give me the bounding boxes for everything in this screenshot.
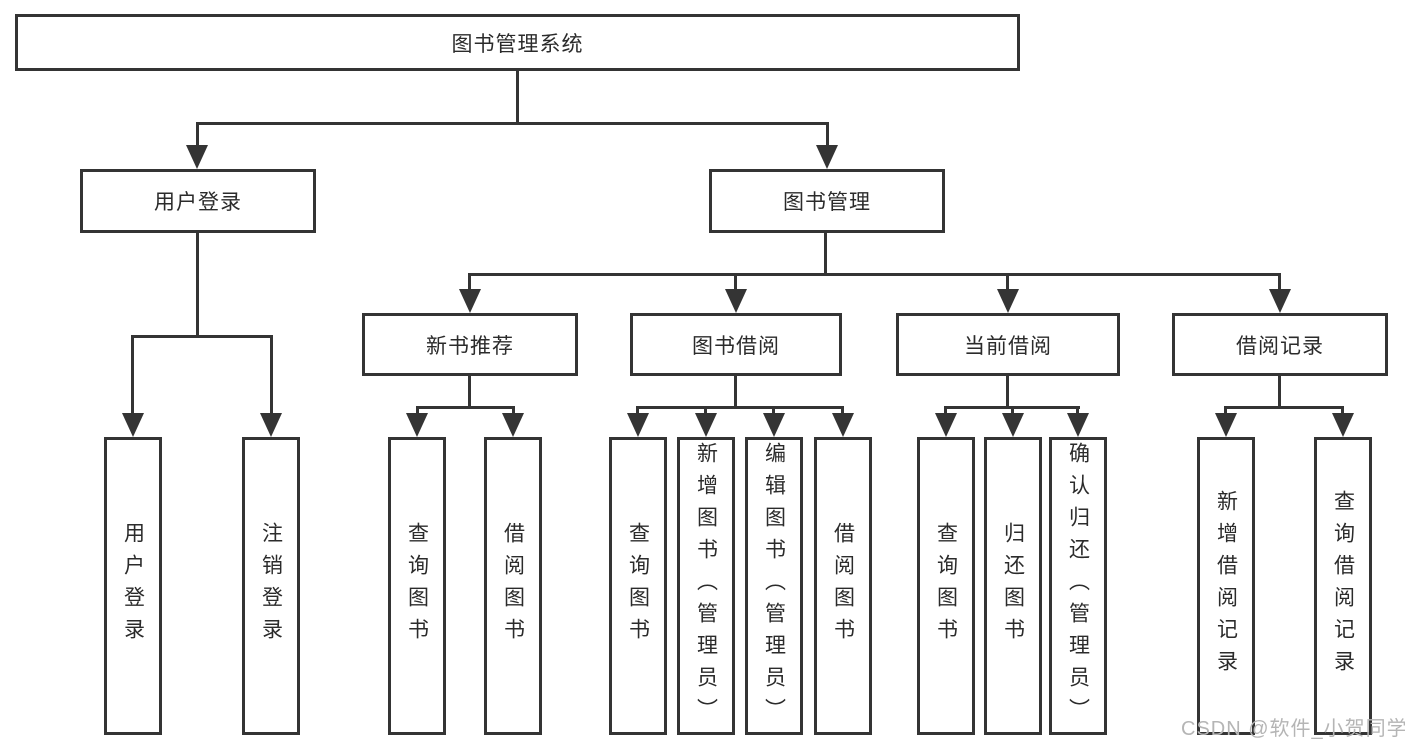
- arrowhead-down-icon: [502, 413, 524, 437]
- leaf-rec-borrow-book: 借阅图书: [484, 437, 542, 735]
- leaf-br-add-record: 新增借阅记录: [1197, 437, 1255, 735]
- leaf-cb-confirm-return-label: 确认归还（管理员）: [1066, 442, 1090, 730]
- arrowhead-down-icon: [816, 145, 838, 169]
- connector-line: [468, 273, 1281, 276]
- arrowhead-down-icon: [1332, 413, 1354, 437]
- node-borrow-records-label: 借阅记录: [1236, 334, 1324, 358]
- connector-line: [468, 376, 471, 406]
- node-new-book-rec: 新书推荐: [362, 313, 578, 376]
- connector-line: [1278, 376, 1281, 406]
- arrowhead-down-icon: [186, 145, 208, 169]
- leaf-rec-borrow-book-label: 借阅图书: [501, 522, 525, 650]
- node-borrow-records: 借阅记录: [1172, 313, 1388, 376]
- connector-line: [944, 406, 947, 415]
- connector-line: [824, 233, 827, 273]
- leaf-bb-borrow-book: 借阅图书: [814, 437, 872, 735]
- node-user-login: 用户登录: [80, 169, 316, 233]
- leaf-rec-query-book-label: 查询图书: [405, 522, 429, 650]
- arrowhead-down-icon: [1269, 289, 1291, 313]
- leaf-bb-query-book-label: 查询图书: [626, 522, 650, 650]
- arrowhead-down-icon: [260, 413, 282, 437]
- node-root-label: 图书管理系统: [451, 32, 584, 56]
- leaf-bb-edit-book: 编辑图书（管理员）: [745, 437, 803, 735]
- leaf-bb-edit-book-label: 编辑图书（管理员）: [762, 442, 786, 730]
- node-current-borrow: 当前借阅: [896, 313, 1120, 376]
- arrowhead-down-icon: [1002, 413, 1024, 437]
- leaf-bb-add-book: 新增图书（管理员）: [677, 437, 735, 735]
- leaf-bb-borrow-book-label: 借阅图书: [831, 522, 855, 650]
- connector-line: [772, 406, 775, 415]
- connector-line: [1224, 406, 1344, 409]
- connector-line: [270, 335, 273, 415]
- connector-line: [1278, 273, 1281, 291]
- connector-line: [512, 406, 515, 415]
- leaf-bb-query-book: 查询图书: [609, 437, 667, 735]
- connector-line: [1341, 406, 1344, 415]
- node-new-book-rec-label: 新书推荐: [426, 334, 514, 358]
- node-root: 图书管理系统: [15, 14, 1020, 71]
- arrowhead-down-icon: [1067, 413, 1089, 437]
- connector-line: [734, 273, 737, 291]
- connector-line: [636, 406, 844, 409]
- connector-line: [131, 335, 273, 338]
- connector-line: [1006, 376, 1009, 406]
- arrowhead-down-icon: [627, 413, 649, 437]
- connector-line: [841, 406, 844, 415]
- node-book-borrow-label: 图书借阅: [692, 334, 780, 358]
- connector-line: [196, 122, 199, 148]
- connector-line: [516, 71, 519, 122]
- connector-line: [416, 406, 515, 409]
- connector-line: [416, 406, 419, 415]
- connector-line: [826, 122, 829, 148]
- node-user-login-label: 用户登录: [154, 191, 242, 214]
- leaf-cb-return-book: 归还图书: [984, 437, 1042, 735]
- arrowhead-down-icon: [832, 413, 854, 437]
- leaf-user-login: 用户登录: [104, 437, 162, 735]
- leaf-cb-query-book: 查询图书: [917, 437, 975, 735]
- arrowhead-down-icon: [935, 413, 957, 437]
- connector-line: [1076, 406, 1079, 415]
- leaf-bb-add-book-label: 新增图书（管理员）: [694, 442, 718, 730]
- leaf-br-add-record-label: 新增借阅记录: [1214, 490, 1238, 682]
- arrowhead-down-icon: [459, 289, 481, 313]
- leaf-cb-confirm-return: 确认归还（管理员）: [1049, 437, 1107, 735]
- node-book-borrow: 图书借阅: [630, 313, 842, 376]
- leaf-rec-query-book: 查询图书: [388, 437, 446, 735]
- arrowhead-down-icon: [763, 413, 785, 437]
- connector-line: [1011, 406, 1014, 415]
- arrowhead-down-icon: [406, 413, 428, 437]
- connector-line: [704, 406, 707, 415]
- arrowhead-down-icon: [695, 413, 717, 437]
- connector-line: [468, 273, 471, 291]
- connector-line: [636, 406, 639, 415]
- connector-line: [1006, 273, 1009, 291]
- leaf-cb-query-book-label: 查询图书: [934, 522, 958, 650]
- connector-line: [734, 376, 737, 406]
- arrowhead-down-icon: [725, 289, 747, 313]
- leaf-br-query-record-label: 查询借阅记录: [1331, 490, 1355, 682]
- connector-line: [1224, 406, 1227, 415]
- watermark: CSDN @软件_小贺同学: [1181, 718, 1405, 740]
- connector-line: [131, 335, 134, 415]
- leaf-br-query-record: 查询借阅记录: [1314, 437, 1372, 735]
- node-book-mgmt: 图书管理: [709, 169, 945, 233]
- node-current-borrow-label: 当前借阅: [964, 334, 1052, 358]
- leaf-logout-label: 注销登录: [259, 522, 283, 650]
- arrowhead-down-icon: [122, 413, 144, 437]
- leaf-logout: 注销登录: [242, 437, 300, 735]
- node-book-mgmt-label: 图书管理: [783, 191, 871, 214]
- connector-line: [196, 233, 199, 335]
- leaf-cb-return-book-label: 归还图书: [1001, 522, 1025, 650]
- arrowhead-down-icon: [1215, 413, 1237, 437]
- leaf-user-login-label: 用户登录: [121, 522, 145, 650]
- arrowhead-down-icon: [997, 289, 1019, 313]
- connector-line: [196, 122, 829, 125]
